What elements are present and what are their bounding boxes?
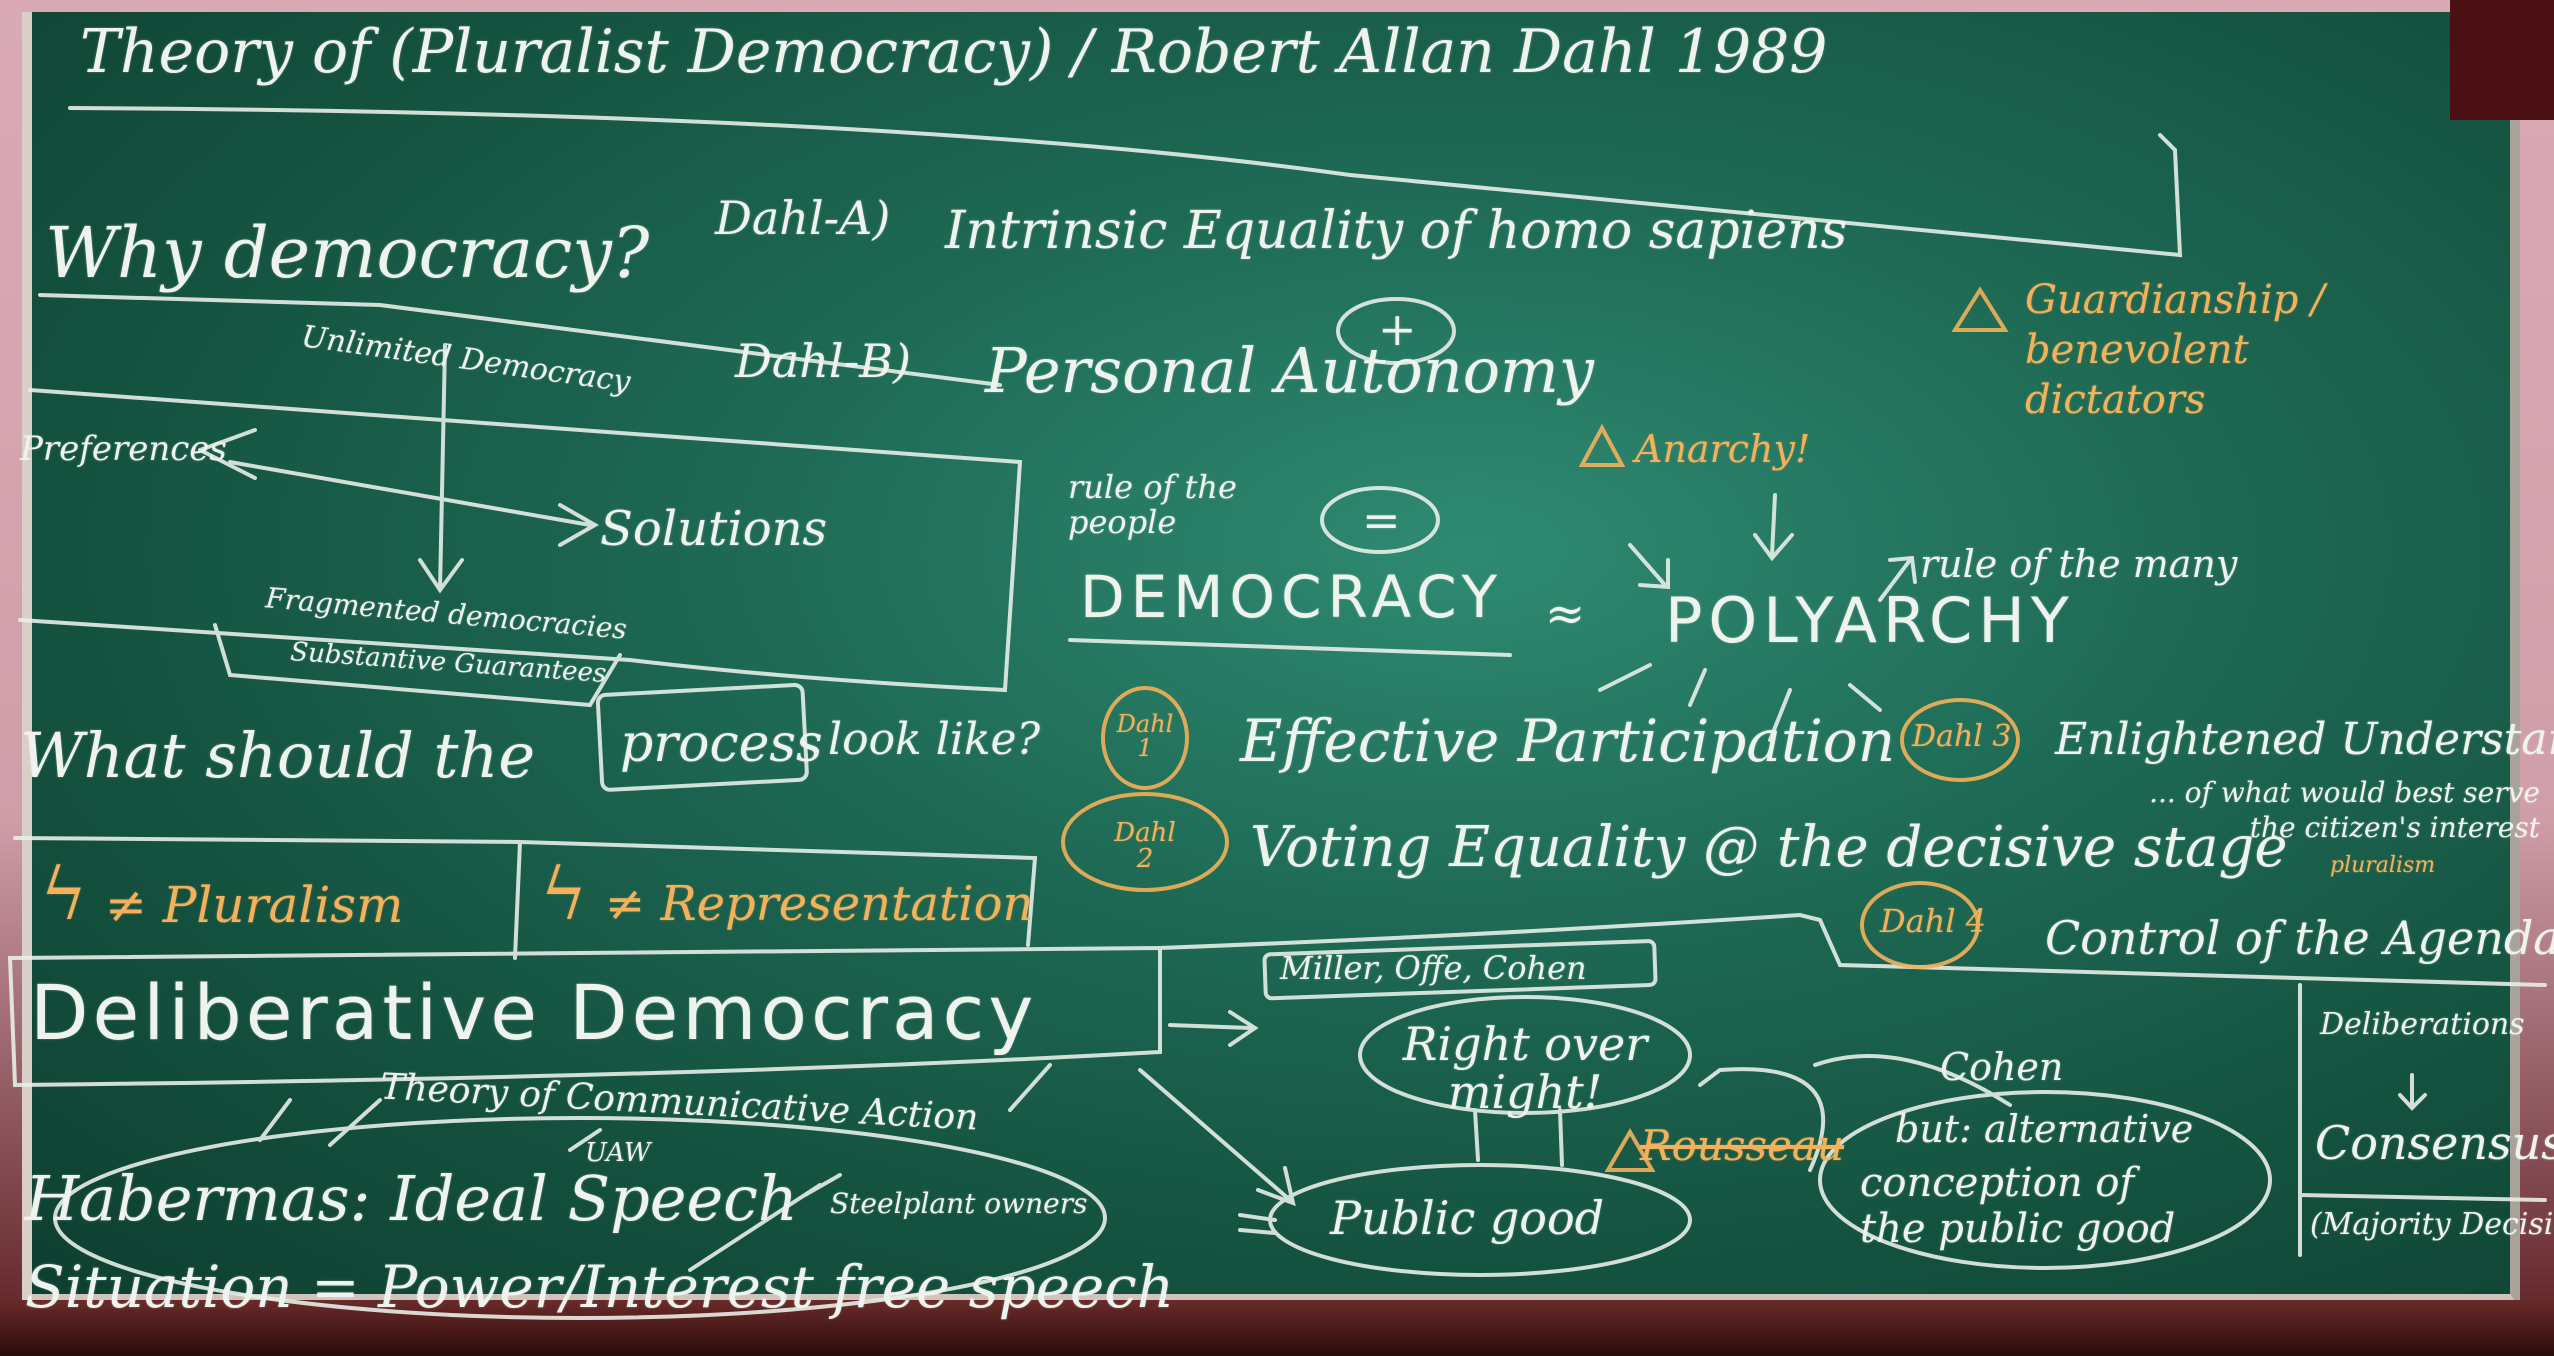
- deliberative-democracy: Deliberative Democracy: [30, 968, 1038, 1057]
- neq-pluralism: ≠ Pluralism: [105, 876, 404, 934]
- dahl2-tag: Dahl 2: [1114, 818, 1176, 874]
- neq-representation: ≠ Representation: [605, 876, 1034, 932]
- uaw-label: UAW: [585, 1138, 651, 1168]
- process-word: process: [620, 714, 823, 774]
- rule-of-many-label: rule of the many: [1920, 542, 2238, 586]
- anarchy-note: Anarchy!: [1635, 427, 1811, 471]
- pluralism-bolt-icon: ϟ: [40, 852, 88, 936]
- look-like-text: look like?: [828, 714, 1041, 765]
- democracy-word: DEMOCRACY: [1080, 563, 1504, 631]
- dahl4-criterion: Control of the Agenda: [2045, 911, 2554, 965]
- cohen-label: Cohen: [1940, 1045, 2064, 1089]
- conception-public-good: conception of the public good: [1860, 1160, 2176, 1252]
- dahl-b-text: Personal Autonomy: [985, 334, 1594, 407]
- dahl4-tag: Dahl 4: [1880, 902, 1987, 940]
- equals-sign: =: [1362, 493, 1401, 547]
- public-good-label: Public good: [1330, 1191, 1605, 1245]
- steelplant-label: Steelplant owners: [830, 1187, 1088, 1220]
- majority-decision: (Majority Decision): [2310, 1207, 2554, 1242]
- rousseau-crossed: Rousseau: [1640, 1121, 1845, 1170]
- preferences-label: Preferences: [20, 429, 227, 469]
- solutions-label: Solutions: [600, 501, 828, 557]
- rule-of-people-label: rule of the people: [1068, 468, 1237, 542]
- pluralism-small-note: pluralism: [2330, 853, 2436, 878]
- plus-sign: +: [1378, 302, 1417, 356]
- dahl2-criterion: Voting Equality @ the decisive stage: [1250, 815, 2288, 880]
- dahl-a-tag: Dahl-A): [715, 191, 891, 245]
- right-over-might: Right over might!: [1402, 1017, 1648, 1120]
- approx-sign: ≈: [1545, 586, 1586, 642]
- guardianship-note: Guardianship / benevolent dictators: [2025, 277, 2325, 423]
- habermas-ideal-speech: Habermas: Ideal Speech: [25, 1162, 798, 1235]
- wall-corner: [2450, 0, 2554, 120]
- dahl1-tag: Dahl 1: [1116, 710, 1174, 762]
- board-title: Theory of (Pluralist Democracy) / Robert…: [80, 17, 1828, 87]
- situation-formula: Situation = Power/Interest free speech: [25, 1253, 1175, 1321]
- dahl1-criterion: Effective Participation: [1240, 707, 1896, 775]
- dahl-b-tag: Dahl-B): [735, 334, 911, 388]
- consensus-label: Consensus: [2315, 1116, 2554, 1170]
- dahl-a-text: Intrinsic Equality of homo sapiens: [945, 201, 1848, 261]
- deliberations-label: Deliberations: [2320, 1007, 2525, 1042]
- dahl3-tag: Dahl 3: [1912, 719, 2012, 754]
- dahl3-criterion: Enlightened Understanding: [2055, 714, 2554, 765]
- but-alternative: but: alternative: [1895, 1107, 2194, 1151]
- why-democracy-heading: Why democracy?: [45, 212, 650, 294]
- dahl3-subtext: ... of what would best serve the citizen…: [2149, 776, 2540, 844]
- representation-bolt-icon: ϟ: [540, 852, 588, 936]
- polyarchy-word: POLYARCHY: [1665, 584, 2075, 657]
- what-should-text: What should the: [20, 719, 536, 792]
- miller-offe-cohen: Miller, Offe, Cohen: [1280, 949, 1587, 987]
